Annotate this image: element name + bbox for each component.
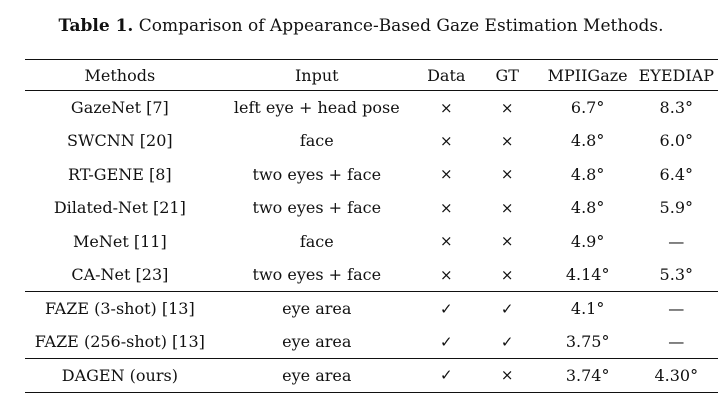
table-row: SWCNN [20] face × × 4.8° 6.0°	[25, 124, 718, 158]
cell-data: ✓	[418, 291, 474, 325]
cell-input: eye area	[214, 358, 419, 393]
cell-input: face	[299, 231, 334, 251]
cell-data: ×	[439, 165, 453, 184]
cell-gt: ✓	[473, 291, 541, 325]
caption-text: Comparison of Appearance-Based Gaze Esti…	[138, 16, 664, 36]
cell-method: CA-Net [23]	[71, 265, 169, 284]
cell-input: eye area	[214, 291, 419, 325]
cell-eyediap: —	[634, 291, 718, 325]
cell-input: two eyes + face	[252, 265, 382, 284]
table-caption: Table 1. Comparison of Appearance-Based …	[0, 15, 722, 37]
cell-method: Dilated-Net [21]	[53, 198, 186, 218]
cell-gt: ×	[500, 198, 514, 217]
cell-mpiigaze: 4.14°	[565, 265, 610, 284]
cell-gt: ✓	[500, 332, 514, 351]
cell-input: two eyes + face	[252, 164, 382, 184]
cell-mpiigaze: 6.7°	[570, 98, 605, 117]
cell-gt: ×	[500, 165, 514, 184]
cell-gt: ×	[500, 131, 514, 150]
cell-gt: ×	[500, 232, 514, 251]
cell-method: GazeNet [7]	[70, 98, 169, 117]
cell-input: face	[299, 131, 334, 151]
cell-data: ×	[439, 98, 453, 117]
cell-data: ×	[439, 198, 453, 217]
cell-eyediap: 5.3°	[659, 265, 693, 284]
cell-data: ✓	[418, 358, 474, 393]
cell-method: DAGEN (ours)	[25, 358, 215, 393]
header-input: Input	[214, 59, 419, 91]
cell-mpiigaze: 4.1°	[540, 291, 635, 325]
cell-data: ×	[439, 131, 453, 150]
cell-input: two eyes + face	[252, 198, 382, 218]
header-data: Data	[418, 59, 474, 91]
table-row: DAGEN (ours) eye area ✓ × 3.74° 4.30°	[25, 358, 718, 393]
table-row: MeNet [11] face × × 4.9° —	[25, 225, 718, 259]
table-row: CA-Net [23] two eyes + face × × 4.14° 5.…	[25, 258, 718, 292]
table-row: FAZE (3-shot) [13] eye area ✓ ✓ 4.1° —	[25, 291, 718, 325]
table-row: GazeNet [7] left eye + head pose × × 6.7…	[25, 91, 718, 125]
header-mpiigaze: MPIIGaze	[540, 59, 635, 91]
caption-label: Table 1.	[58, 16, 134, 36]
header-eyediap: EYEDIAP	[634, 59, 718, 91]
cell-method: RT-GENE [8]	[68, 164, 172, 184]
cell-eyediap-best: 4.30°	[634, 358, 718, 393]
cell-mpiigaze: 4.8°	[570, 131, 605, 151]
cell-mpiigaze-best: 3.74°	[540, 358, 635, 393]
cell-mpiigaze: 3.75°	[565, 332, 610, 351]
cell-gt: ×	[500, 265, 514, 284]
cell-mpiigaze: 4.8°	[570, 164, 605, 184]
cell-data: ×	[439, 265, 453, 284]
header-methods: Methods	[25, 59, 215, 91]
cell-eyediap: —	[668, 231, 685, 251]
table-row: Dilated-Net [21] two eyes + face × × 4.8…	[25, 191, 718, 225]
header-row: Methods Input Data GT MPIIGaze EYEDIAP	[25, 59, 718, 91]
cell-mpiigaze: 4.9°	[570, 231, 605, 251]
cell-eyediap: 8.3°	[659, 98, 693, 117]
cell-data: ✓	[439, 332, 453, 351]
cell-eyediap: —	[668, 332, 685, 351]
table-row: RT-GENE [8] two eyes + face × × 4.8° 6.4…	[25, 158, 718, 192]
cell-method: MeNet [11]	[73, 231, 167, 251]
cell-data: ×	[439, 232, 453, 251]
cell-input: left eye + head pose	[233, 98, 400, 117]
cell-eyediap: 6.0°	[659, 131, 693, 151]
cell-eyediap: 6.4°	[659, 164, 693, 184]
cell-input: eye area	[282, 332, 352, 351]
cell-method: SWCNN [20]	[67, 131, 173, 151]
cell-gt: ×	[473, 358, 541, 393]
comparison-table: Methods Input Data GT MPIIGaze EYEDIAP G…	[25, 59, 718, 393]
cell-method: FAZE (3-shot) [13]	[25, 291, 215, 325]
cell-method: FAZE (256-shot) [13]	[34, 332, 205, 351]
table-row: FAZE (256-shot) [13] eye area ✓ ✓ 3.75° …	[25, 325, 718, 359]
cell-gt: ×	[500, 98, 514, 117]
header-gt: GT	[473, 59, 541, 91]
cell-mpiigaze: 4.8°	[570, 198, 605, 218]
cell-eyediap: 5.9°	[659, 198, 693, 218]
